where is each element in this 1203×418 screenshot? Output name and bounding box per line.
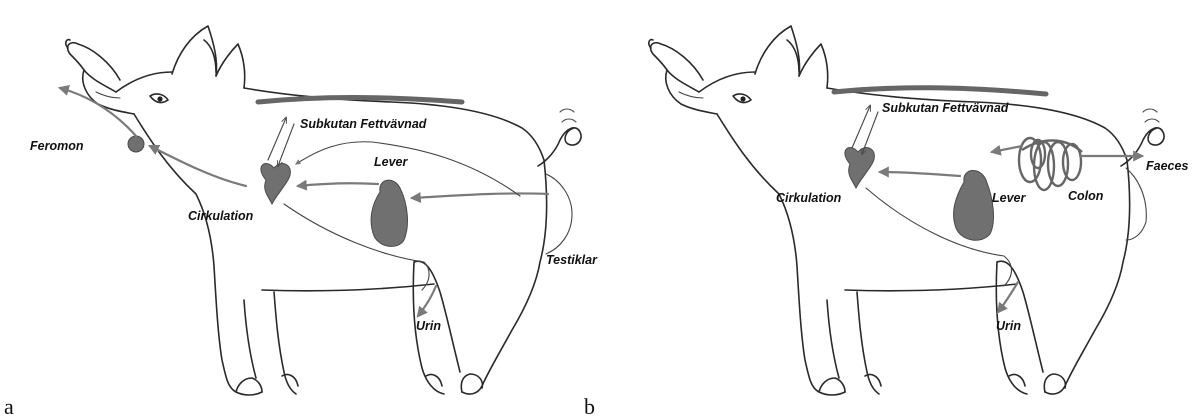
label-urin-b: Urin [996,319,1021,333]
label-subkutan-a: Subkutan Fettvävnad [300,117,427,131]
liver-icon-b [954,170,994,240]
arrow-circulation-to-pheromone-a [150,146,246,186]
arrow-testicles-to-liver-a [412,193,548,198]
panel-a: Feromon Subkutan Fettvävnad Lever Cirkul… [4,26,598,418]
panel-letter-b: b [584,394,595,418]
label-urin-a: Urin [416,319,441,333]
label-lever-a: Lever [374,155,408,169]
arrow-testicles-to-circulation-a [296,142,520,196]
panel-b: Subkutan Fettvävnad Faeces Cirkulation L… [584,26,1188,418]
arrow-urine-out-b [998,282,1018,312]
testicle-outline-a [546,174,572,254]
heart-icon-b [845,148,874,188]
arrow-liver-to-circulation-b [880,172,960,176]
heart-icon-a [261,164,290,204]
label-faeces-b: Faeces [1146,159,1188,173]
label-feromon-a: Feromon [30,139,84,153]
fat-tissue-band-a [258,98,462,103]
label-cirkulation-b: Cirkulation [776,191,842,205]
arrow-urine-out-a [418,286,436,316]
pig-outline-b [649,26,1164,395]
arrow-colon-to-liver-b [992,146,1022,152]
pig-outline-a [66,26,581,395]
liver-icon-a [371,180,407,246]
label-lever-b: Lever [992,191,1026,205]
label-subkutan-b: Subkutan Fettvävnad [882,101,1009,115]
label-colon-b: Colon [1068,189,1104,203]
arrow-liver-to-circulation-a [298,183,378,186]
pheromone-gland-icon-a [128,136,144,152]
arrow-fat-up-b [852,106,870,148]
panel-letter-a: a [4,394,14,418]
colon-icon-b [1019,138,1082,190]
label-testiklar-a: Testiklar [546,253,598,267]
arrow-fat-up-a [268,118,286,160]
label-cirkulation-a: Cirkulation [188,209,254,223]
